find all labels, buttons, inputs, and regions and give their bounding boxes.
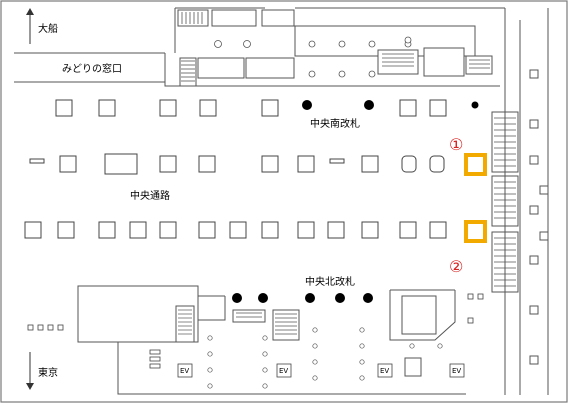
right-stair-hatching [494,117,516,287]
marker-1-box[interactable] [464,153,487,176]
label-midori-window: みどりの窓口 [62,62,122,75]
label-tokyo: 東京 [38,366,58,379]
north-gate-dots [232,293,373,303]
label-central-concourse: 中央通路 [130,189,170,202]
svg-text:EV: EV [279,367,288,375]
arrow-up-icon [26,8,34,44]
south-gate-dots [302,100,479,110]
upper-columns [214,36,412,78]
pillars-row-2 [29,153,445,175]
elevator-icon: EV [276,363,292,378]
upper-structure [164,7,505,87]
right-platform-structure [491,8,549,395]
svg-text:EV: EV [180,367,189,375]
label-ofuna: 大船 [38,22,58,35]
elevator-icon: EV [177,363,193,378]
pillars-row-1 [55,99,447,117]
svg-text:EV: EV [452,367,461,375]
left-small-squares [27,324,161,369]
svg-text:EV: EV [380,367,389,375]
arrow-down-icon [26,352,34,390]
upper-stair-hatching [181,12,490,82]
label-south-gate: 中央南改札 [310,117,360,130]
lower-right-structure [300,289,466,395]
pillars-row-3 [24,221,447,239]
lower-left-stair-hatching [178,309,297,335]
elevator-icon: EV [377,363,393,378]
right-small-squares [467,293,484,324]
marker-2-box[interactable] [464,220,487,243]
lower-columns [207,327,443,389]
marker-2-label: ② [449,257,463,276]
marker-1-label: ① [449,135,463,154]
elevator-icon: EV [449,363,465,378]
label-north-gate: 中央北改札 [305,275,355,288]
